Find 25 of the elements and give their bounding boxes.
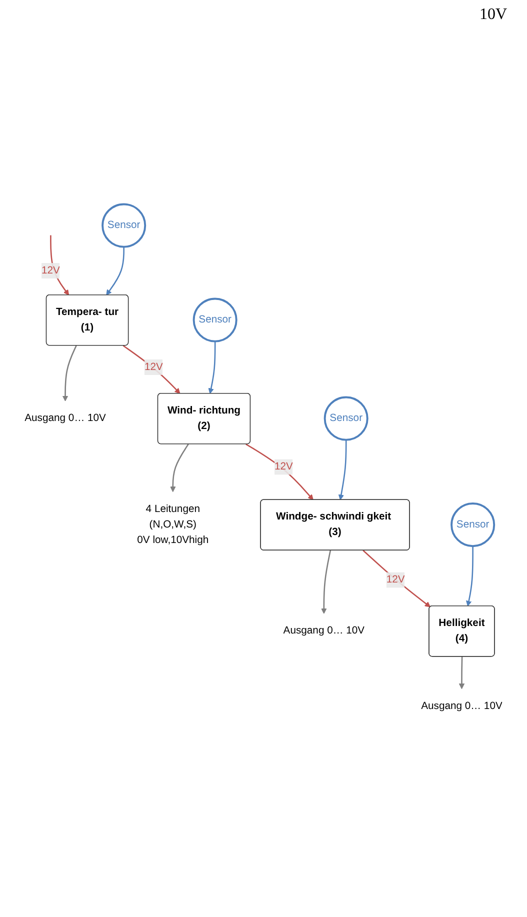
arrow [62, 345, 77, 402]
node-circle: Sensor [192, 298, 238, 342]
arrow [208, 341, 216, 394]
node-text: 4 Leitungen (N,O,W,S) 0V low,10Vhigh [137, 503, 209, 546]
arrow [50, 235, 70, 296]
arrow [466, 546, 474, 606]
node-circle: Sensor [324, 396, 368, 441]
edge-label: 12V [41, 264, 60, 276]
arrow [122, 345, 180, 394]
arrow [458, 656, 465, 690]
node-text: Ausgang 0… 10V [421, 700, 502, 712]
arrow [106, 246, 124, 296]
arrow [246, 444, 314, 500]
node-circle: Sensor [102, 203, 146, 248]
edge-label: 12V [274, 461, 293, 472]
arrow [362, 550, 431, 608]
node-circle: Sensor [450, 502, 496, 548]
arrow [338, 440, 347, 500]
node-text: Ausgang 0… 10V [24, 412, 106, 424]
edge-label: 12V [386, 574, 405, 586]
arrow [170, 444, 189, 492]
voltage-note: 10V [478, 6, 507, 24]
edge-label: 12V [144, 361, 163, 372]
arrow [321, 550, 332, 614]
node-text: Ausgang 0… 10V [283, 625, 365, 636]
